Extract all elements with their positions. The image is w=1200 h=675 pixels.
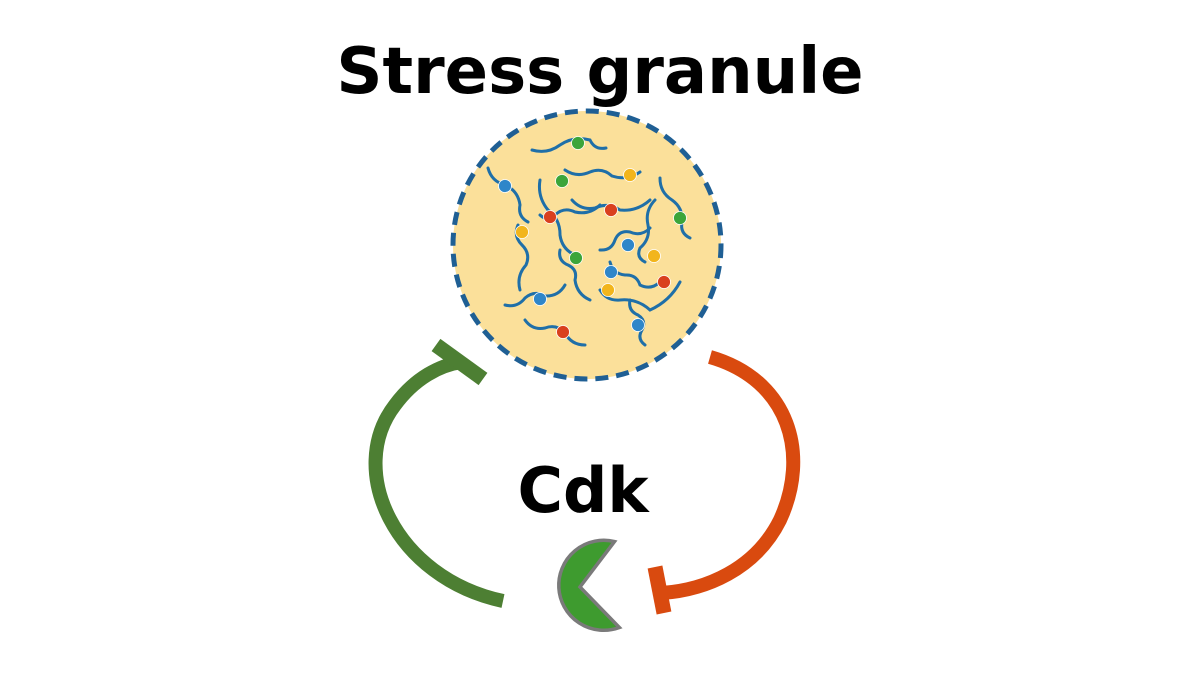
protein-strand	[637, 198, 657, 264]
protein-bead	[604, 203, 618, 217]
protein-bead	[543, 210, 557, 224]
stress-granule	[450, 108, 724, 382]
protein-bead	[647, 249, 661, 263]
protein-strand	[558, 248, 592, 302]
protein-strand	[598, 280, 682, 312]
protein-bead	[569, 251, 583, 265]
green-inhibition-bar	[431, 338, 488, 386]
protein-strand	[523, 318, 587, 347]
red-inhibition-arc	[661, 350, 801, 600]
protein-strand	[598, 226, 652, 252]
protein-bead	[571, 136, 585, 150]
granule-droplet	[450, 108, 724, 382]
protein-strand	[503, 283, 567, 308]
protein-bead	[556, 325, 570, 339]
protein-bead	[601, 283, 615, 297]
cdk-pacman-icon	[557, 538, 623, 633]
protein-bead	[555, 174, 569, 188]
red-inhibition-bar	[647, 565, 672, 615]
protein-bead	[673, 211, 687, 225]
granule-beads	[498, 136, 687, 339]
protein-bead	[515, 225, 529, 239]
protein-bead	[621, 238, 635, 252]
green-inhibition-arc	[368, 355, 505, 608]
inhibition-arrow-red	[647, 350, 801, 615]
protein-strand	[486, 166, 530, 224]
protein-strand	[658, 176, 692, 240]
diagram-title: Stress granule	[336, 35, 863, 109]
protein-bead	[533, 292, 547, 306]
cdk-label: Cdk	[517, 454, 650, 527]
protein-bead	[498, 179, 512, 193]
inhibition-arrow-green	[368, 338, 505, 608]
protein-bead	[604, 265, 618, 279]
protein-bead	[631, 318, 645, 332]
protein-bead	[657, 275, 671, 289]
protein-strand	[537, 178, 577, 257]
protein-bead	[623, 168, 637, 182]
